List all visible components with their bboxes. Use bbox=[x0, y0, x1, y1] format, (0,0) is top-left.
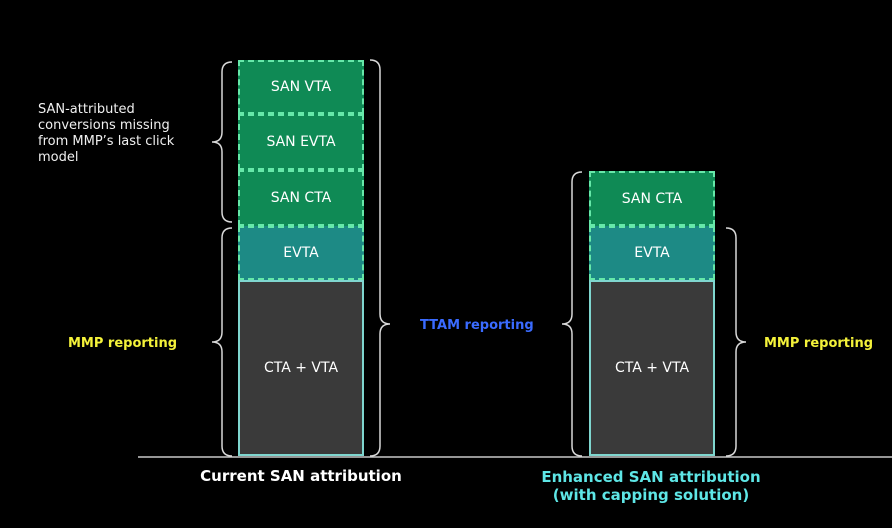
current-san-caption-text: Current SAN attribution bbox=[200, 467, 402, 485]
left-san-cta-block: SAN CTA bbox=[238, 170, 364, 226]
left-evta-label: EVTA bbox=[283, 245, 319, 261]
brace-mmp-right bbox=[725, 227, 747, 457]
left-san-vta-label: SAN VTA bbox=[270, 79, 332, 95]
missing-note-line-4: model bbox=[38, 150, 79, 165]
enhanced-san-caption: Enhanced SAN attribution (with capping s… bbox=[520, 468, 782, 504]
left-cta-vta-block: CTA + VTA bbox=[238, 280, 364, 456]
brace-missing-conversions bbox=[211, 61, 233, 223]
brace-ttam-right bbox=[561, 171, 583, 457]
missing-note-line-3: from MMP’s last click bbox=[38, 134, 175, 149]
right-evta-label: EVTA bbox=[634, 245, 670, 261]
mmp-reporting-right-label: MMP reporting bbox=[764, 336, 874, 351]
enhanced-caption-line-2: (with capping solution) bbox=[552, 486, 750, 504]
enhanced-caption-line-1: Enhanced SAN attribution bbox=[541, 468, 761, 486]
left-san-evta-block: SAN EVTA bbox=[238, 114, 364, 170]
left-evta-block: EVTA bbox=[238, 226, 364, 280]
left-cta-vta-label: CTA + VTA bbox=[263, 360, 339, 376]
right-san-cta-block: SAN CTA bbox=[589, 171, 715, 226]
missing-note-line-1: SAN-attributed bbox=[38, 102, 135, 117]
left-san-cta-label: SAN CTA bbox=[270, 190, 332, 206]
right-cta-vta-block: CTA + VTA bbox=[589, 280, 715, 456]
right-cta-vta-label: CTA + VTA bbox=[614, 360, 690, 376]
right-san-cta-label: SAN CTA bbox=[621, 190, 683, 207]
missing-conversions-note: SAN-attributed conversions missing from … bbox=[38, 102, 208, 166]
left-san-evta-label: SAN EVTA bbox=[266, 134, 336, 150]
ttam-reporting-label: TTAM reporting bbox=[420, 318, 534, 333]
current-san-caption: Current SAN attribution bbox=[180, 468, 422, 484]
missing-note-line-2: conversions missing bbox=[38, 118, 170, 133]
brace-mmp-left bbox=[211, 227, 233, 457]
right-evta-block: EVTA bbox=[589, 226, 715, 280]
left-san-vta-block: SAN VTA bbox=[238, 60, 364, 114]
mmp-reporting-left-label: MMP reporting bbox=[68, 336, 178, 351]
brace-left-stack-right bbox=[369, 59, 391, 457]
